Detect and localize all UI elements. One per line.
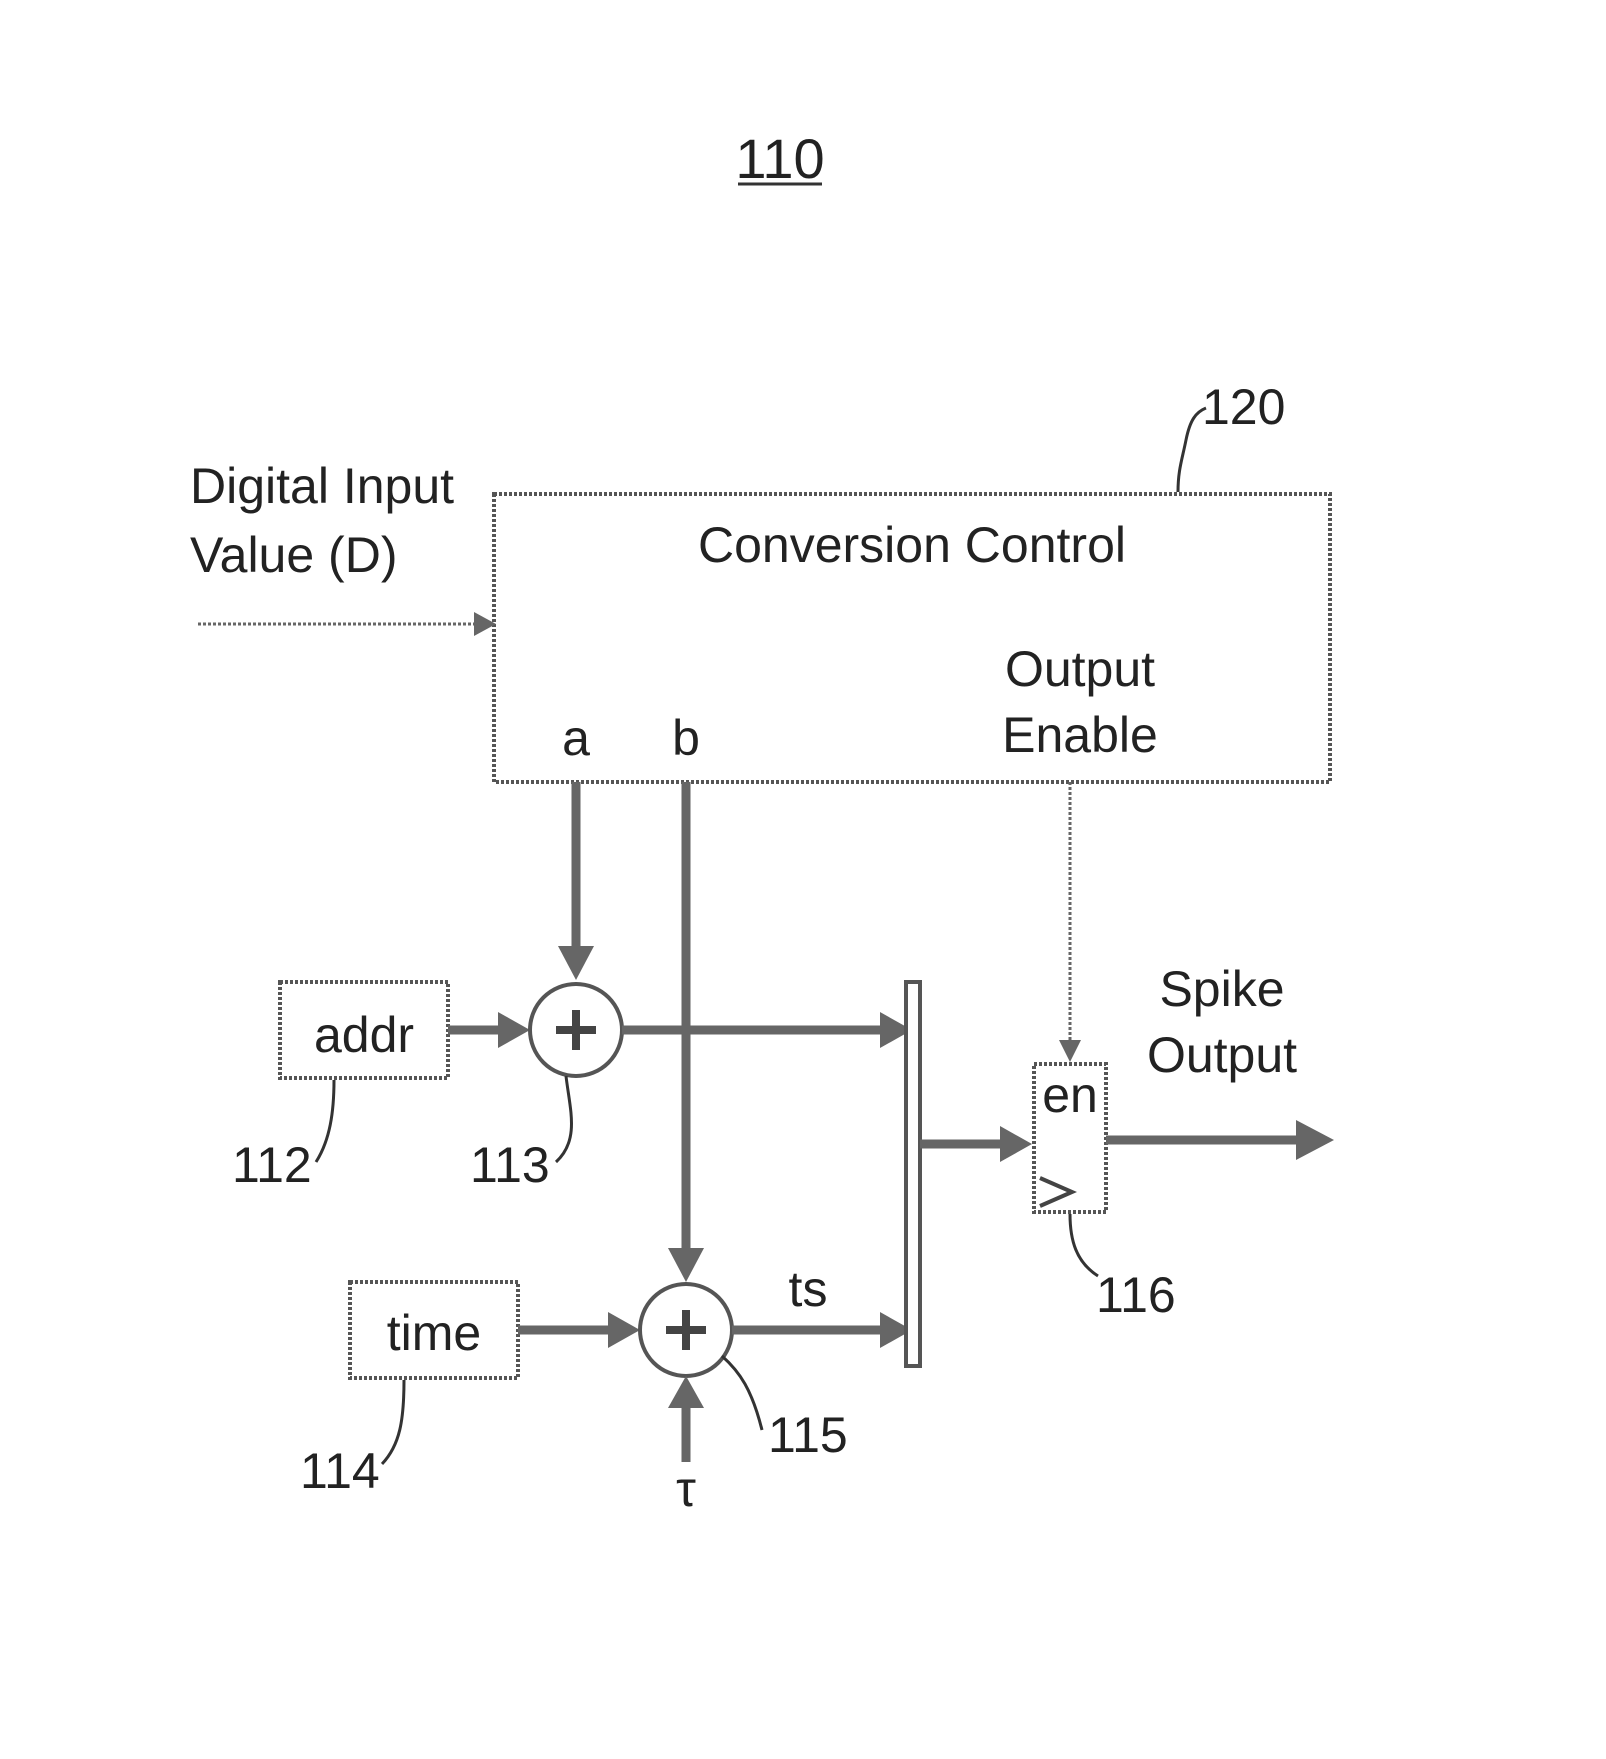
output-register-ref: 116 (1096, 1267, 1176, 1323)
adder-a-ref: 113 (470, 1137, 550, 1193)
time-register-ref-leader (382, 1380, 404, 1464)
output-enable-label-line2: Enable (1002, 707, 1158, 763)
adder-a-ref-leader (556, 1076, 572, 1162)
bus-a-arrowhead (558, 946, 594, 980)
conversion-control-title: Conversion Control (698, 517, 1126, 573)
port-b-label: b (672, 710, 700, 766)
output-enable-label-line1: Output (1005, 641, 1155, 697)
spike-output-label-line2: Output (1147, 1027, 1297, 1083)
addr-register-label: addr (314, 1007, 414, 1063)
ts-label: ts (789, 1261, 828, 1317)
bus-b-arrowhead (668, 1248, 704, 1282)
port-a-label: a (562, 710, 590, 766)
tau-input-arrowhead (668, 1376, 704, 1408)
latch-to-register-arrowhead (1000, 1126, 1032, 1162)
digital-input-label-line1: Digital Input (190, 458, 454, 514)
output-register-ref-leader (1070, 1214, 1098, 1276)
output-enable-arrowhead (1059, 1040, 1081, 1062)
time-to-adder-arrowhead (608, 1312, 640, 1348)
digital-input-label-line2: Value (D) (190, 527, 397, 583)
time-register-ref: 114 (300, 1443, 380, 1499)
addr-to-adder-arrowhead (498, 1012, 530, 1048)
addr-register-ref: 112 (232, 1137, 312, 1193)
addr-register-ref-leader (316, 1080, 334, 1162)
concat-latch-bar (906, 982, 920, 1366)
spike-output-label-line1: Spike (1159, 961, 1284, 1017)
figure-title: 110 (735, 127, 824, 190)
adder-b-ref-leader (722, 1356, 762, 1430)
time-register-label: time (387, 1305, 481, 1361)
output-register-enable-label: en (1042, 1067, 1098, 1123)
adder-b-ref: 115 (768, 1407, 848, 1463)
spike-output-arrowhead (1296, 1120, 1334, 1160)
conversion-control-ref: 120 (1202, 379, 1285, 435)
tau-label: τ (676, 1461, 696, 1517)
